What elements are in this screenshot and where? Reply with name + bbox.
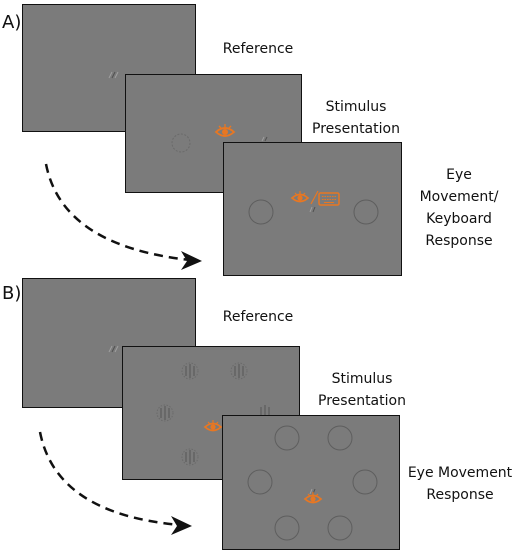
target-circle-icon <box>274 425 300 451</box>
target-circle-icon <box>274 515 300 541</box>
eye-icon <box>303 492 323 504</box>
panel-a-label: A) <box>2 12 22 33</box>
gabor-patch-icon <box>261 136 268 142</box>
keyboard-icon <box>318 192 340 206</box>
panel-a-response-caption: Eye Movement/ Keyboard Response <box>404 164 514 252</box>
target-circle-icon <box>171 133 191 153</box>
response-caption-line-1: Eye <box>446 167 472 183</box>
panel-b-reference-caption: Reference <box>222 309 294 325</box>
eye-icon <box>290 191 310 203</box>
target-circle-icon <box>327 425 353 451</box>
stimulus-caption-line-2: Presentation <box>312 121 400 137</box>
target-circle-icon <box>353 199 379 225</box>
panel-b-stimulus-caption: Stimulus Presentation <box>306 368 418 412</box>
stimulus-caption-line-1: Stimulus <box>325 99 387 115</box>
gabor-patch-icon <box>309 206 316 213</box>
target-circle-icon <box>248 199 274 225</box>
response-caption-line-2: Movement/ <box>419 189 499 205</box>
eye-icon <box>214 124 236 137</box>
panel-b-response-caption: Eye Movement Response <box>402 462 518 506</box>
gabor-patch-icon <box>108 71 119 79</box>
panel-b-response-screen <box>222 415 400 550</box>
response-caption-line-1: Eye Movement <box>407 465 513 481</box>
gabor-patch-icon <box>181 448 199 466</box>
response-caption-line-2: Response <box>426 487 494 503</box>
panel-a-stimulus-caption: Stimulus Presentation <box>300 96 412 140</box>
target-circle-icon <box>352 469 378 495</box>
gabor-patch-icon <box>108 345 119 353</box>
eye-icon <box>203 420 223 432</box>
panel-a-response-screen <box>223 142 402 276</box>
target-circle-icon <box>327 515 353 541</box>
target-circle-icon <box>247 469 273 495</box>
gabor-patch-icon <box>156 404 174 422</box>
stimulus-caption-line-1: Stimulus <box>331 371 393 387</box>
slash-divider <box>310 190 319 205</box>
stimulus-caption-line-2: Presentation <box>318 393 406 409</box>
arrowhead-icon <box>181 251 202 270</box>
gabor-patch-icon <box>230 362 248 380</box>
panel-a-reference-caption: Reference <box>222 41 294 57</box>
panel-b-label: B) <box>2 283 22 304</box>
arrowhead-icon <box>171 516 192 535</box>
time-arrow-b <box>38 431 192 535</box>
time-arrow-a <box>44 163 202 270</box>
response-caption-line-4: Response <box>425 233 493 249</box>
response-caption-line-3: Keyboard <box>426 211 492 227</box>
gabor-patch-icon <box>181 362 199 380</box>
